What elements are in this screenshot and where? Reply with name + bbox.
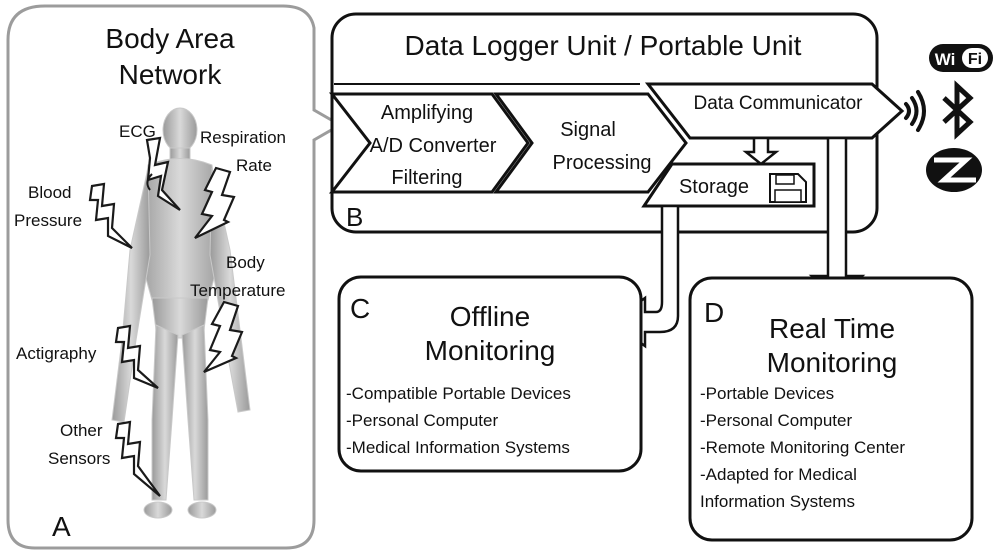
- bluetooth-icon: [942, 80, 974, 140]
- label-blood-line1: Blood: [28, 183, 71, 202]
- panel-b-title: Data Logger Unit / Portable Unit: [405, 30, 802, 61]
- panel-a-body-area-network: Body Area Network ECG Respiration: [6, 4, 344, 550]
- label-respiration-line2: Rate: [236, 156, 272, 175]
- stage1-line2: A/D Converter: [370, 135, 497, 157]
- panel-d-real-time-monitoring: D Real Time Monitoring -Portable Devices…: [688, 276, 974, 542]
- wireless-icons: Wi Fi: [904, 44, 993, 192]
- label-body-temp-line2: Temperature: [190, 281, 285, 300]
- stage2-line1: Signal: [560, 119, 616, 141]
- panel-c-item-1: -Compatible Portable Devices: [346, 384, 571, 403]
- wifi-logo-icon: Wi Fi: [929, 44, 993, 72]
- sensor-signal-bolts: [88, 136, 244, 497]
- panel-d-item-1: -Portable Devices: [700, 384, 834, 403]
- zigbee-icon: [926, 148, 982, 192]
- panel-c-letter: C: [350, 293, 370, 324]
- label-body-temp-line1: Body: [226, 253, 265, 272]
- other-sensors-bolt-icon: [114, 420, 161, 497]
- wifi-logo-right: Fi: [968, 51, 982, 68]
- panel-c-item-3: -Medical Information Systems: [346, 438, 570, 457]
- stage1-chevron: [328, 92, 530, 194]
- human-body-figure: [111, 107, 251, 519]
- panel-b-data-logger-unit: Data Logger Unit / Portable Unit Amplify…: [328, 12, 905, 234]
- panel-c-title-line2: Monitoring: [425, 335, 556, 366]
- wireless-signal-icon: [904, 90, 926, 132]
- data-communicator-block: [644, 82, 905, 140]
- ecg-lead-icon: [146, 173, 153, 191]
- panel-a-title-line2: Network: [119, 59, 223, 90]
- floppy-disk-icon: [769, 173, 807, 203]
- panel-c-offline-monitoring: C Offline Monitoring -Compatible Portabl…: [337, 275, 643, 473]
- panel-d-frame: [688, 276, 974, 542]
- panel-d-item-3: -Remote Monitoring Center: [700, 438, 905, 457]
- panel-c-item-2: -Personal Computer: [346, 411, 498, 430]
- data-communicator-label: Data Communicator: [694, 93, 864, 114]
- respiration-bolt-icon: [194, 166, 236, 239]
- wifi-logo-left: Wi: [935, 50, 956, 69]
- label-ecg: ECG: [119, 122, 156, 141]
- panel-d-letter: D: [704, 297, 724, 328]
- blood-pressure-bolt-icon: [88, 182, 133, 249]
- to-storage-arrow: [742, 136, 780, 166]
- ecg-bolt-icon: [145, 136, 181, 211]
- label-respiration-line1: Respiration: [200, 128, 286, 147]
- panel-d-item-2: -Personal Computer: [700, 411, 852, 430]
- stage2-line2: Processing: [553, 152, 652, 174]
- panel-a-title-line1: Body Area: [105, 23, 235, 54]
- stage1-line3: Filtering: [391, 167, 462, 189]
- panel-d-item-4: -Adapted for Medical: [700, 465, 857, 484]
- panel-d-title-line2: Monitoring: [767, 347, 898, 378]
- panel-b-letter: B: [346, 202, 363, 232]
- panel-c-frame: [337, 275, 643, 473]
- actigraphy-bolt-icon: [114, 324, 159, 390]
- stage1-line1: Amplifying: [381, 102, 473, 124]
- label-blood-line2: Pressure: [14, 211, 82, 230]
- panel-d-item-5: Information Systems: [700, 492, 855, 511]
- panel-c-title-line1: Offline: [450, 301, 530, 332]
- storage-label: Storage: [679, 176, 749, 198]
- label-actigraphy: Actigraphy: [16, 344, 97, 363]
- panel-d-title-line1: Real Time: [769, 313, 895, 344]
- label-other-line1: Other: [60, 421, 103, 440]
- body-temperature-bolt-icon: [203, 300, 244, 374]
- panel-a-letter: A: [52, 511, 71, 542]
- stage2-chevron: [493, 92, 688, 194]
- label-other-line2: Sensors: [48, 449, 110, 468]
